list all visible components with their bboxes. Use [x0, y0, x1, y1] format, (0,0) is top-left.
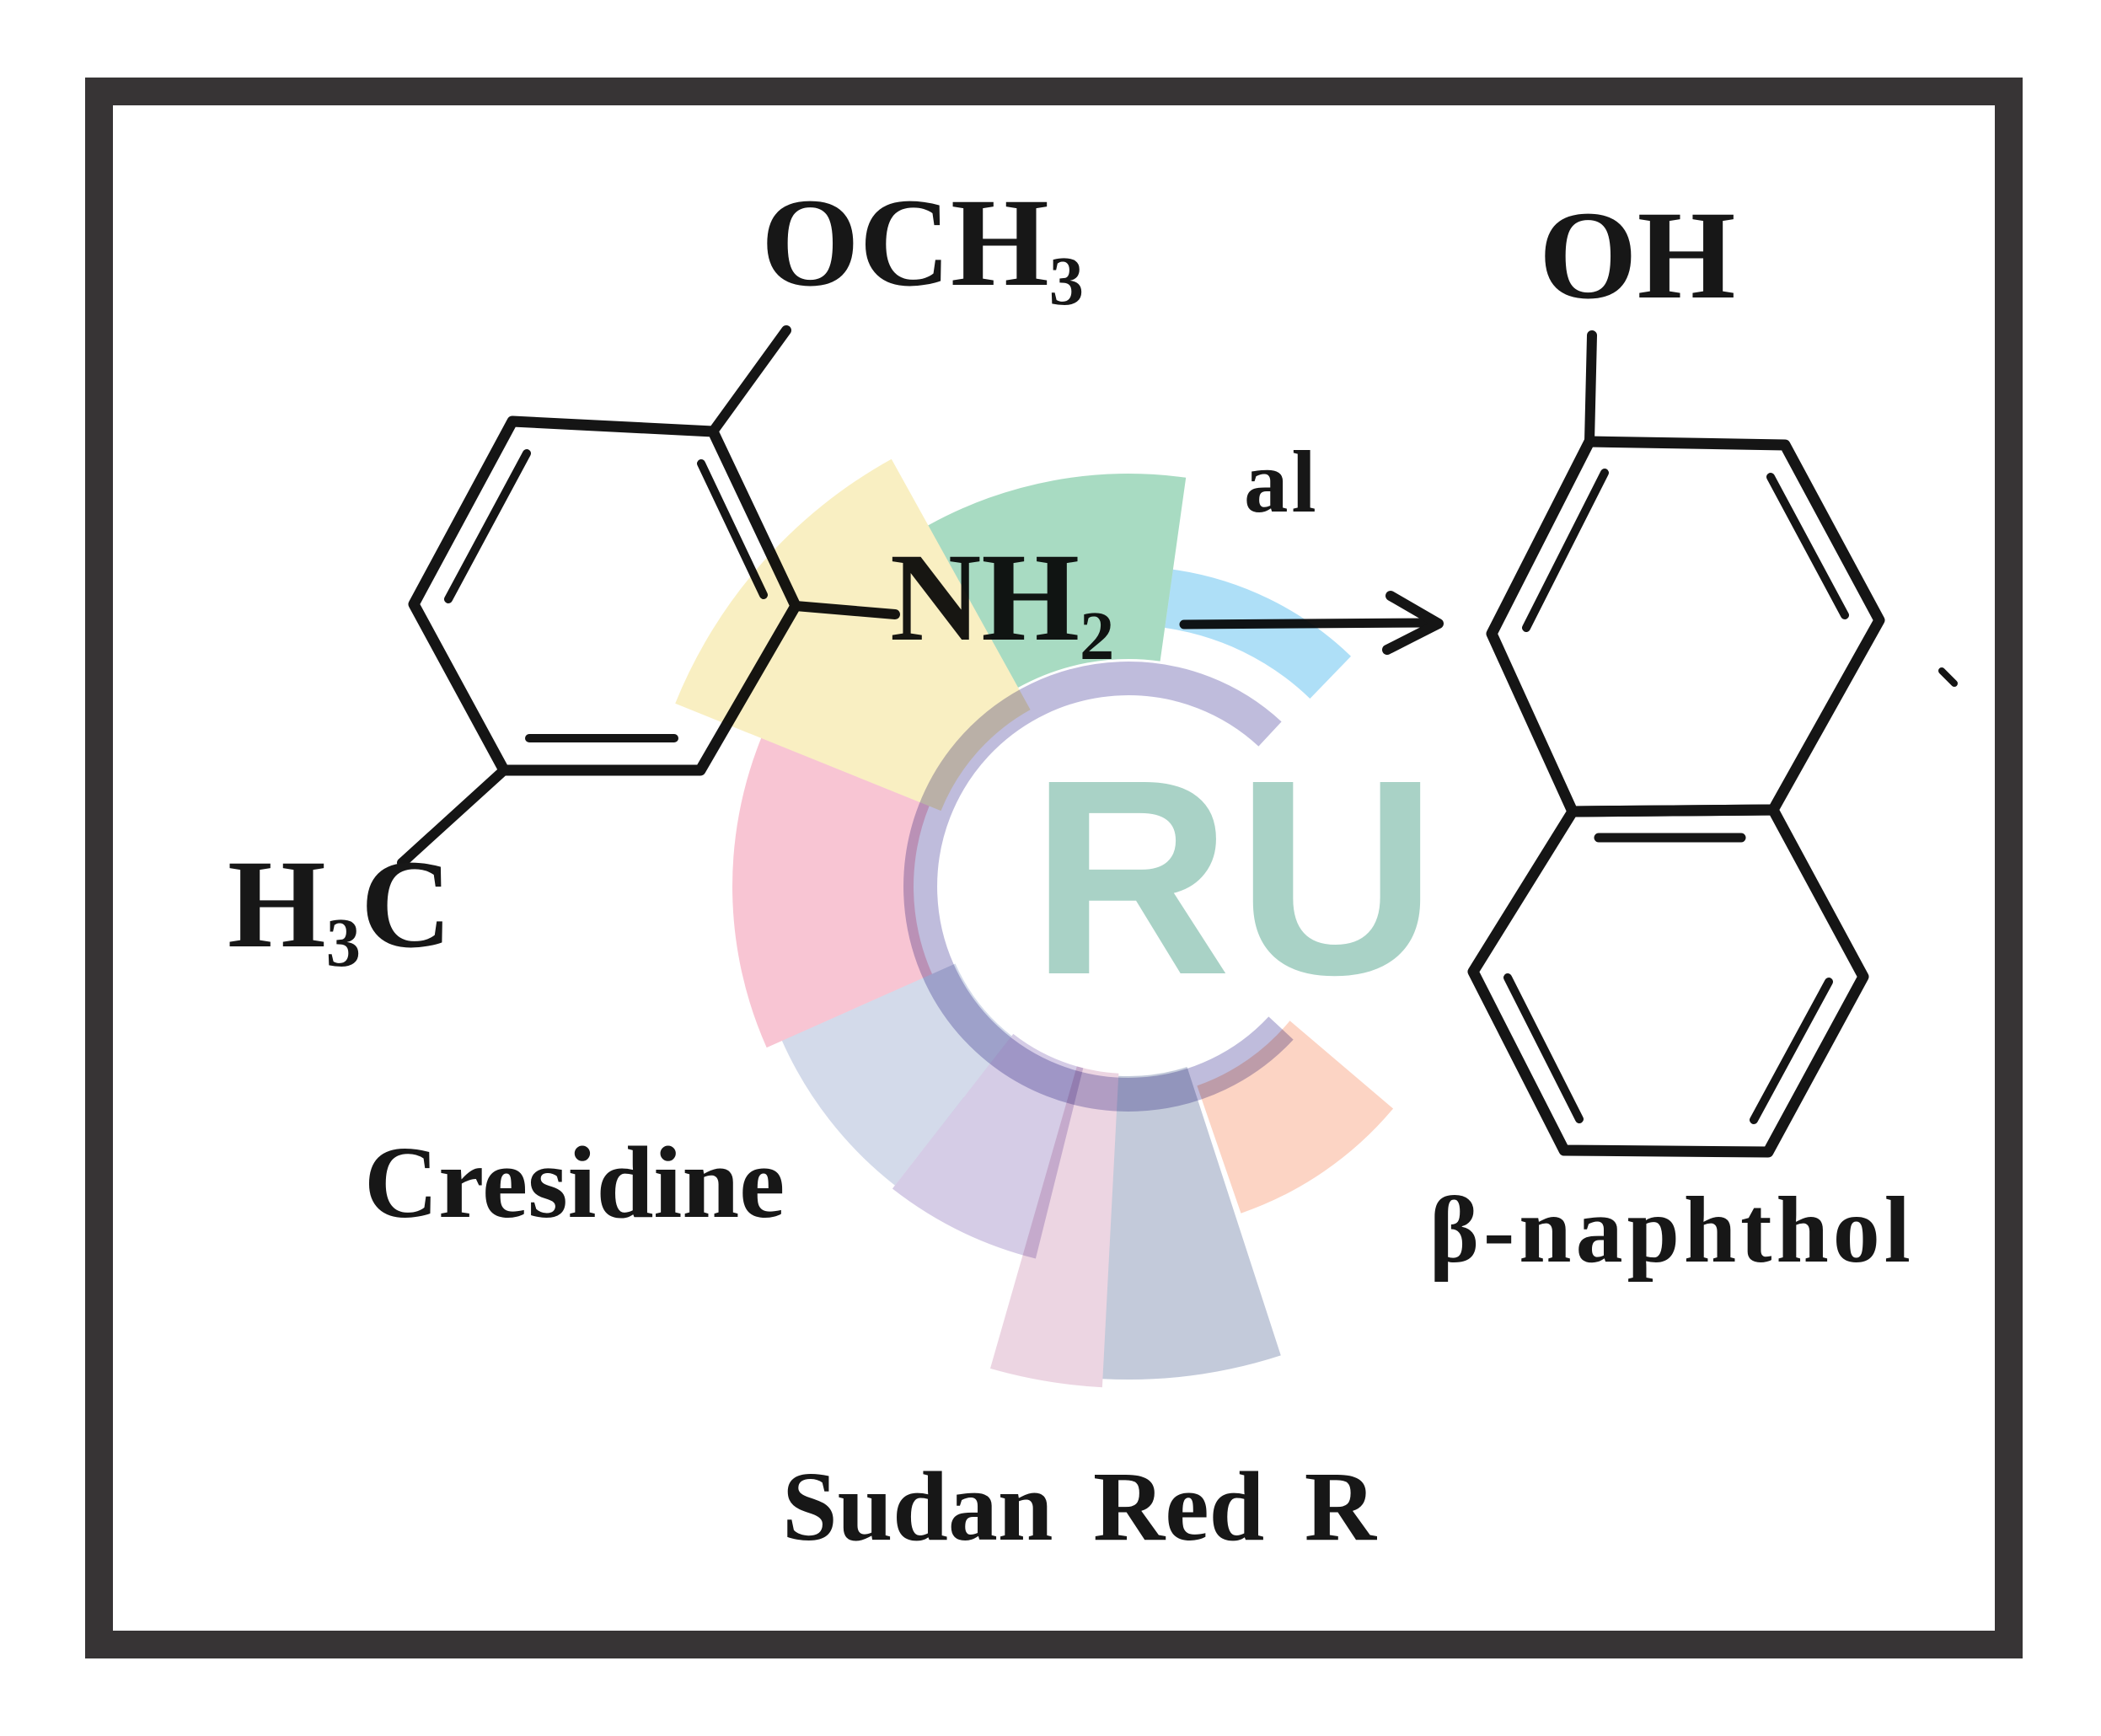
reaction-arrow [1179, 591, 1444, 655]
methyl-bond [397, 765, 509, 868]
arrow-condition-text: al [1244, 432, 1320, 531]
methyl-group-label: H3C [228, 841, 452, 978]
double-bond [1522, 469, 1609, 632]
product-name-label: β-naphthol [1429, 1183, 1915, 1278]
arrow-shaft [1179, 618, 1434, 630]
amino-subscript: 2 [1080, 597, 1115, 675]
methoxy-group-label: OCH3 [761, 179, 1084, 316]
double-bond [1503, 973, 1584, 1123]
naphthalene-upper-ring [1486, 436, 1885, 817]
methyl-subscript: 3 [325, 903, 361, 982]
figure-title-text: Sudan Red R [782, 1451, 1376, 1562]
hydroxyl-group-label: OH [1539, 192, 1735, 319]
methyl-c-text: C [360, 834, 453, 974]
double-bond [1766, 473, 1849, 619]
naphthalene-lower-ring [1467, 804, 1869, 1158]
figure-border-frame [85, 78, 2023, 1658]
cresidine-structure [397, 325, 900, 868]
stray-scan-mark [1938, 667, 1958, 687]
hydroxyl-text: OH [1539, 185, 1736, 325]
hydroxyl-bond [1584, 330, 1597, 447]
double-bond [1750, 978, 1833, 1124]
benzene-ring [408, 415, 801, 776]
amino-group-label: NH2 [890, 534, 1114, 671]
methyl-h-text: H [228, 834, 326, 974]
reactant-name-text: Cresidine [364, 1126, 785, 1240]
amino-bond [791, 601, 900, 619]
double-bond [444, 449, 531, 603]
methoxy-text: OCH [761, 173, 1049, 313]
reactant-name-label: Cresidine [364, 1132, 785, 1235]
amino-text: NH [890, 528, 1080, 667]
product-name-text: β-naphthol [1429, 1178, 1915, 1283]
naphthol-structure [1467, 330, 1885, 1158]
arrow-condition-label: al [1244, 437, 1320, 526]
methoxy-bond [708, 325, 791, 437]
figure-title: Sudan Red R [782, 1457, 1376, 1557]
methoxy-subscript: 3 [1048, 242, 1084, 320]
arrow-head [1382, 591, 1444, 655]
